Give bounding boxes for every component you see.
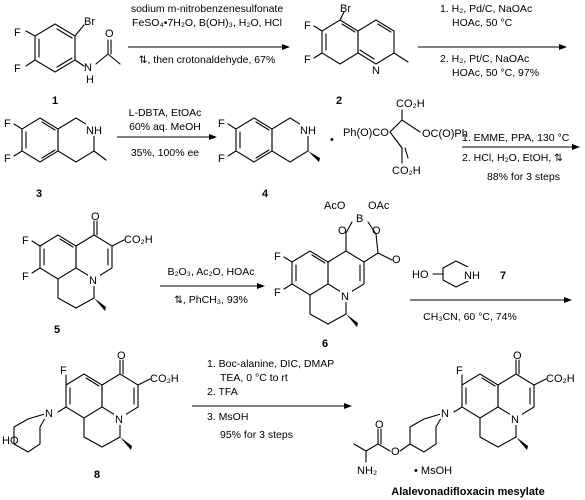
- step2-line4: HOAc, 50 °C, 97%: [452, 67, 539, 79]
- arrowhead: [282, 44, 290, 50]
- compound-5-structure: [31, 220, 125, 311]
- atom-f: F: [274, 287, 281, 299]
- compound-4-label: 4: [262, 188, 269, 200]
- compound-3-label: 3: [36, 188, 42, 200]
- atom-n: N: [341, 291, 349, 303]
- compound-6-structure: [283, 221, 393, 327]
- acetoxy-right: OAc: [368, 200, 390, 212]
- atom-f: F: [22, 235, 29, 247]
- atom-o: O: [513, 350, 522, 362]
- compound-7-label: 7: [500, 270, 506, 282]
- step7-line1: 1. Boc-alanine, DIC, DMAP: [207, 358, 334, 370]
- step7-line5: 95% for 3 steps: [220, 429, 293, 441]
- step3-line1: L-DBTA, EtOAc: [129, 107, 202, 119]
- step7-line4: 3. MsOH: [207, 411, 248, 423]
- arrowhead: [564, 297, 572, 303]
- acetoxy-left: AcO: [324, 200, 346, 212]
- compound-5-label: 5: [54, 324, 60, 336]
- step5-line1: B₂O₃, Ac₂O, HOAc: [167, 266, 254, 278]
- atom-nh: NH: [86, 125, 102, 137]
- atom-ho: HO: [412, 269, 429, 281]
- mesylate-salt: • MsOH: [414, 465, 452, 477]
- compound-2-structure: [313, 11, 409, 65]
- atom-nh: NH: [300, 125, 316, 137]
- compound-1-structure: [25, 23, 121, 73]
- step7-line3: 2. TFA: [207, 386, 238, 398]
- atom-f: F: [14, 63, 21, 75]
- compound-6-label: 6: [322, 338, 328, 350]
- atom-f: F: [456, 365, 463, 377]
- atom-f: F: [4, 153, 11, 165]
- arrowhead: [209, 134, 217, 140]
- atom-n: N: [511, 414, 519, 426]
- atom-o: O: [372, 225, 381, 237]
- atom-n: N: [45, 408, 53, 420]
- atom-nh: NH: [464, 270, 480, 282]
- step1-line1: sodium m-nitrobenzenesulfonate: [131, 3, 283, 15]
- atom-f: F: [304, 20, 311, 32]
- arrowhead: [257, 283, 265, 289]
- atom-co2h: CO₂H: [124, 234, 153, 246]
- step1-line3: ⇅, then crotonaldehyde, 67%: [139, 54, 276, 66]
- atom-h: H: [86, 74, 94, 86]
- atom-o: O: [375, 419, 384, 431]
- step2-line2: HOAc, 50 °C: [452, 17, 513, 29]
- atom-o: O: [392, 254, 401, 266]
- atom-co2h: CO₂H: [150, 373, 179, 385]
- step3-line2: 60% aq. MeOH: [129, 121, 201, 133]
- arrowhead: [344, 403, 352, 409]
- step5-line2: ⇅, PhCH₃, 93%: [174, 294, 248, 306]
- atom-n: N: [441, 408, 449, 420]
- atom-o: O: [105, 28, 114, 40]
- step2-line3: 2. H₂, Pt/C, NaOAc: [440, 53, 529, 65]
- atom-f: F: [4, 118, 11, 130]
- atom-f: F: [304, 54, 311, 66]
- atom-f: F: [14, 27, 21, 39]
- atom-n: N: [84, 62, 92, 74]
- atom-f: F: [274, 251, 281, 263]
- final-product-label: Alalevonadifloxacin mesylate: [391, 486, 544, 498]
- atom-br: Br: [340, 3, 351, 15]
- dbta-structure: [389, 109, 421, 164]
- step4-line2: 2. HCl, H₂O, EtOH, ⇅: [462, 152, 563, 164]
- atom-o: O: [117, 350, 126, 362]
- atom-f: F: [22, 271, 29, 283]
- atom-f: F: [60, 365, 67, 377]
- atom-n: N: [115, 414, 123, 426]
- atom-br: Br: [84, 16, 95, 28]
- dbta-ester-right: OC(O)Ph: [422, 128, 468, 140]
- step7-line2: TEA, 0 °C to rt: [220, 372, 288, 384]
- atom-co2h: CO₂H: [396, 98, 425, 110]
- compound-2-label: 2: [336, 95, 342, 107]
- compound-3-structure: [13, 117, 107, 163]
- atom-f: F: [218, 118, 225, 130]
- salt-dot: •: [330, 134, 334, 146]
- arrowhead: [572, 144, 580, 150]
- atom-n: N: [89, 275, 97, 287]
- step4-line1: 1. EMME, PPA, 130 °C: [462, 132, 570, 144]
- step2-line1: 1. H₂, Pd/C, NaOAc: [440, 3, 532, 15]
- atom-o: O: [391, 446, 400, 458]
- atom-nh2: NH₂: [357, 465, 377, 477]
- step1-line2: FeSO₄•7H₂O, B(OH)₃, H₂O, HCl: [132, 17, 282, 29]
- compound-4-structure: [227, 117, 320, 163]
- step6-line1: CH₃CN, 60 °C, 74%: [423, 311, 517, 323]
- atom-ho: HO: [2, 435, 19, 447]
- arrowhead: [559, 44, 567, 50]
- atom-o: O: [91, 211, 100, 223]
- final-product-structure: [353, 359, 547, 463]
- step3-line3: 35%, 100% ee: [131, 147, 199, 159]
- compound-8-structure: [13, 359, 151, 453]
- compound-1-label: 1: [52, 95, 58, 107]
- atom-o: O: [338, 225, 347, 237]
- atom-f: F: [218, 153, 225, 165]
- step4-line3: 88% for 3 steps: [487, 171, 560, 183]
- atom-b: B: [356, 213, 363, 225]
- atom-co2h: CO₂H: [546, 373, 575, 385]
- compound-8-label: 8: [94, 469, 100, 481]
- atom-co2h: CO₂H: [392, 165, 421, 177]
- dbta-ester-left: Ph(O)CO: [343, 127, 389, 139]
- atom-n: N: [372, 65, 380, 77]
